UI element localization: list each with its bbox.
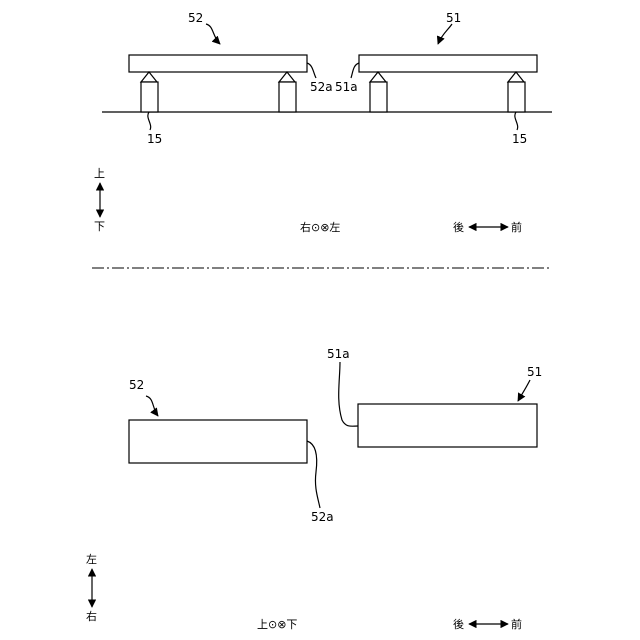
- leader-15-left: [148, 112, 151, 130]
- dir-up-down-label: 上⊙⊗下: [257, 618, 297, 631]
- plate-51: [359, 55, 537, 72]
- support-pin: [508, 72, 525, 112]
- dir-back-label: 後: [453, 220, 464, 234]
- label-51a-top: 51a: [327, 347, 350, 361]
- leader-15-right: [515, 112, 518, 130]
- leader-52a-top: [307, 441, 320, 508]
- dir-front-label-top: 前: [511, 617, 522, 631]
- support-pin: [279, 72, 296, 112]
- dir-down-label: 下: [94, 220, 105, 233]
- dir-front-label: 前: [511, 220, 522, 234]
- label-52a-top: 52a: [311, 510, 334, 524]
- dir-right-label: 右: [86, 609, 97, 623]
- side-view: [102, 24, 552, 130]
- leader-51a-top: [339, 362, 358, 426]
- leader-arrow-51-top: [518, 380, 530, 401]
- label-51a-side: 51a: [335, 80, 358, 94]
- label-52a-side: 52a: [310, 80, 333, 94]
- leader-52a: [307, 63, 316, 78]
- leader-51a: [351, 63, 359, 78]
- leader-arrow-52: [206, 24, 220, 44]
- label-51-top: 51: [527, 365, 542, 379]
- support-pin: [141, 72, 158, 112]
- label-15-left: 15: [147, 132, 162, 146]
- plate-52: [129, 55, 307, 72]
- dir-right-left-label: 右⊙⊗左: [300, 220, 340, 234]
- label-51-side: 51: [446, 11, 461, 25]
- label-52-side: 52: [188, 11, 203, 25]
- dir-back-label-top: 後: [453, 617, 464, 631]
- label-15-right: 15: [512, 132, 527, 146]
- leader-arrow-51: [438, 24, 452, 44]
- plate-52-top: [129, 420, 307, 463]
- dir-left-label: 左: [86, 553, 97, 566]
- leader-arrow-52-top: [146, 396, 158, 416]
- dir-up-label: 上: [94, 167, 105, 180]
- label-52-top: 52: [129, 378, 144, 392]
- support-pin: [370, 72, 387, 112]
- plate-51-top: [358, 404, 537, 447]
- top-view: [129, 362, 537, 508]
